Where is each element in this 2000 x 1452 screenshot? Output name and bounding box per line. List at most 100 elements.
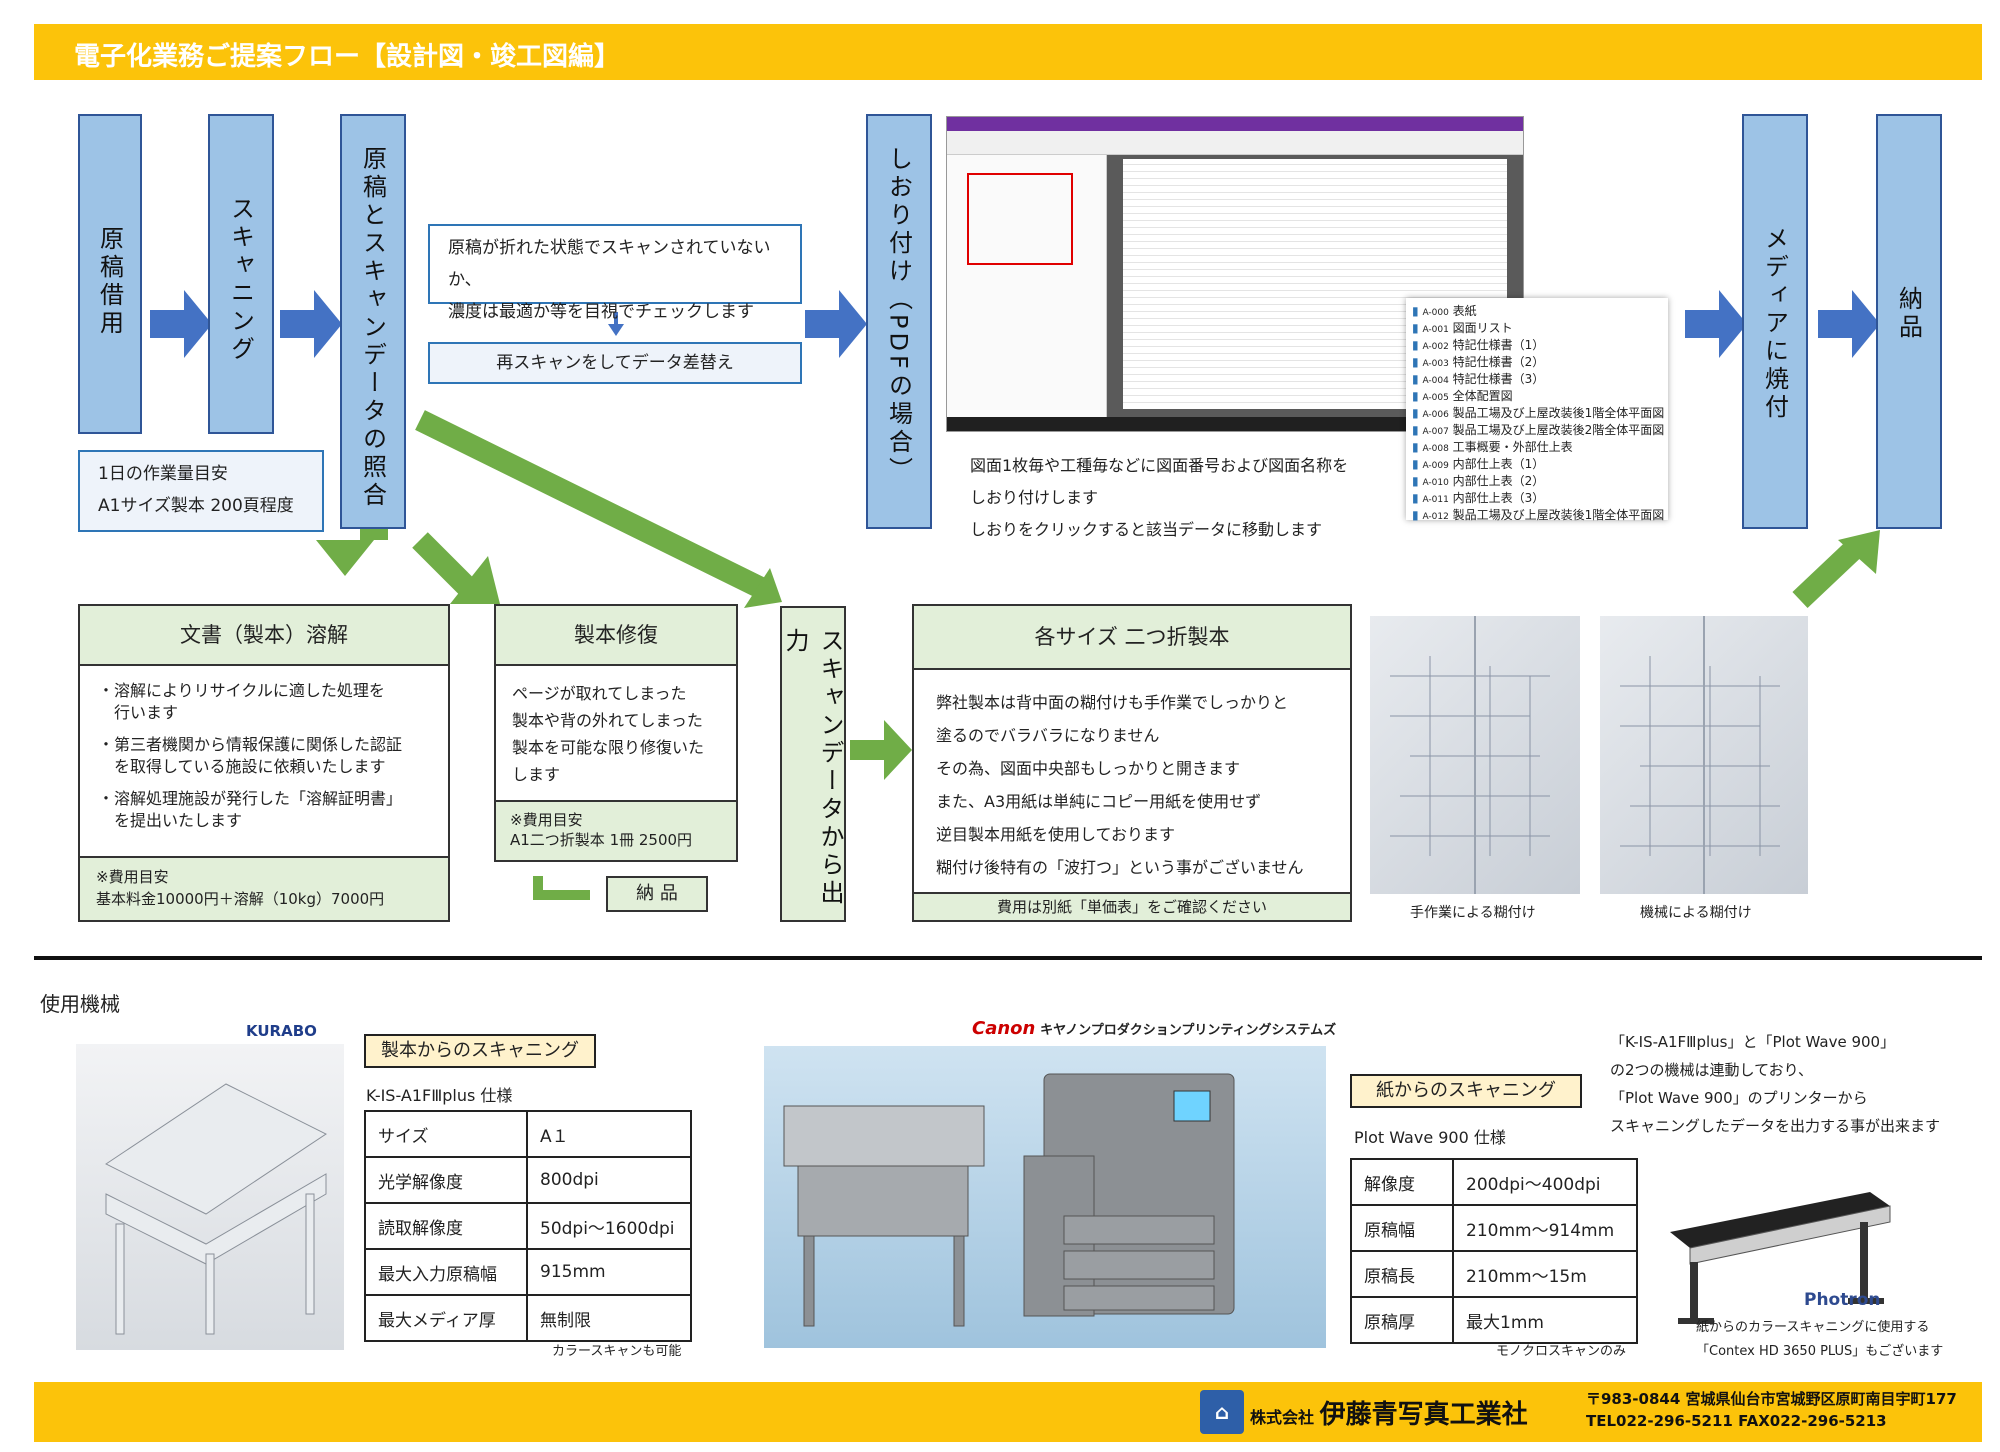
diagonal-arrow-line <box>412 532 478 598</box>
arrow-icon <box>850 720 912 780</box>
blueprint-sketch <box>1620 616 1780 894</box>
arrow-icon <box>608 312 624 336</box>
kurabo-note: カラースキャンも可能 <box>552 1344 682 1359</box>
step-bookmark: しおり付け（PDFの場合） <box>866 114 932 529</box>
company-contact: TEL022-296-5211 FAX022-296-5213 <box>1586 1412 1887 1430</box>
diagonal-arrow-line <box>1792 540 1863 608</box>
header-banner: 電子化業務ご提案フロー【設計図・竣工図編】 <box>34 24 1982 80</box>
repair-delivery: 納 品 <box>606 876 708 912</box>
arrow-icon <box>280 290 342 358</box>
daily-volume-note: 1日の作業量目安 A1サイズ製本 200頁程度 <box>78 450 324 532</box>
step-scanning: スキャニング <box>208 114 274 434</box>
dissolve-title: 文書（製本）溶解 <box>80 606 448 666</box>
plotwave-note: モノクロスキャンのみ <box>1496 1344 1627 1359</box>
dissolve-body: ・溶解によりリサイクルに適した処理を 行います ・第三者機関から情報保護に関係し… <box>98 681 403 830</box>
machines-heading: 使用機械 <box>40 992 120 1016</box>
delivery-arrow-line <box>533 876 590 900</box>
arrow-icon <box>150 290 212 358</box>
bookmark-item[interactable]: ▮ A-004 特記仕様書（3） <box>1412 372 1545 386</box>
binding-title: 各サイズ 二つ折製本 <box>914 606 1350 670</box>
bookmark-item[interactable]: ▮ A-003 特記仕様書（2） <box>1412 355 1545 369</box>
table-row: 原稿厚最大1mm <box>1350 1296 1638 1344</box>
plotwave-label: 紙からのスキャニング <box>1350 1074 1582 1108</box>
plotter-drawing <box>783 1073 1235 1327</box>
machine-binding-photo <box>1600 616 1808 894</box>
company-name: 株式会社 伊藤青写真工業社 <box>1250 1400 1528 1430</box>
hand-binding-photo <box>1370 616 1580 894</box>
canon-logo: Canon <box>972 1018 1036 1039</box>
repair-title: 製本修復 <box>496 606 736 666</box>
bookmark-highlight <box>967 173 1073 265</box>
repair-box: 製本修復 ページが取れてしまった製本や背の外れてしまった 製本を可能な限り修復い… <box>494 604 738 862</box>
repair-body: ページが取れてしまった製本や背の外れてしまった 製本を可能な限り修復いたします <box>512 684 705 784</box>
binding-body: 弊社製本は背中面の糊付けも手作業でしっかりと塗るのでバラバラになりません その為… <box>936 693 1304 877</box>
dissolve-box: 文書（製本）溶解 ・溶解によりリサイクルに適した処理を 行います ・第三者機関か… <box>78 604 450 922</box>
step-media: メディアに焼付 <box>1742 114 1808 529</box>
binding-box: 各サイズ 二つ折製本 弊社製本は背中面の糊付けも手作業でしっかりと塗るのでバラバ… <box>912 604 1352 922</box>
contex-scanner-drawing <box>1660 1192 1910 1332</box>
section-divider <box>34 956 1982 960</box>
window-toolbar <box>947 131 1523 155</box>
canon-brand: Canon キヤノンプロダクションプリンティングシステムズ <box>972 1018 1336 1039</box>
rescan-note: 再スキャンをしてデータ差替え <box>428 342 802 384</box>
window-titlebar <box>947 117 1523 131</box>
kurabo-scanner-photo <box>76 1044 344 1350</box>
check-note: 原稿が折れた状態でスキャンされていないか、 濃度は最適か等を目視でチェックします <box>428 224 802 322</box>
plotwave-model: Plot Wave 900 仕様 <box>1354 1128 1506 1147</box>
table-row: 最大メディア厚無制限 <box>364 1294 692 1342</box>
step-borrow: 原稿借用 <box>78 114 142 434</box>
kurabo-logo: KURABO <box>246 1022 317 1040</box>
machine-binding-caption: 機械による糊付け <box>1640 905 1752 921</box>
footer-banner: ⌂ 株式会社 伊藤青写真工業社 〒983-0844 宮城県仙台市宮城野区原町南目… <box>34 1382 1982 1442</box>
step-delivery: 納品 <box>1876 114 1942 529</box>
blueprint-sketch <box>1390 616 1550 894</box>
arrow-head <box>744 568 782 608</box>
wide-scanner-icon <box>1670 1192 1891 1324</box>
bookmark-item[interactable]: ▮ A-006 製品工場及び上屋改装後1階全体平面図 <box>1412 406 1665 420</box>
step-verify: 原稿とスキャンデータの照合 <box>340 114 406 529</box>
step-output: スキャンデータから出力 <box>780 606 846 922</box>
taskbar <box>947 417 1523 431</box>
photron-logo: Photron <box>1804 1290 1881 1310</box>
green-lines <box>412 410 1863 900</box>
bookmark-item[interactable]: ▮ A-002 特記仕様書（1） <box>1412 338 1545 352</box>
bookmark-item[interactable]: ▮ A-009 内部仕上表（1） <box>1412 457 1545 471</box>
arrow-head <box>450 556 500 604</box>
dissolve-cost: ※費用目安基本料金10000円＋溶解（10kg）7000円 <box>80 856 448 920</box>
binding-cost-note: 費用は別紙「単価表」をご確認ください <box>914 892 1350 920</box>
page-title: 電子化業務ご提案フロー【設計図・竣工図編】 <box>74 42 621 72</box>
bookmark-item[interactable]: ▮ A-001 図面リスト <box>1412 321 1513 335</box>
arrow-icon <box>1685 290 1747 358</box>
bookmark-item[interactable]: ▮ A-007 製品工場及び上屋改装後2階全体平面図 <box>1412 423 1665 437</box>
kurabo-model: K-IS-A1FⅢplus 仕様 <box>366 1086 513 1105</box>
bookmark-item[interactable]: ▮ A-008 工事概要・外部仕上表 <box>1412 440 1573 454</box>
hand-binding-caption: 手作業による糊付け <box>1410 905 1536 921</box>
bookmark-item[interactable]: ▮ A-012 製品工場及び上屋改装後1階全体平面図 <box>1412 508 1665 522</box>
link-note: 「K-IS-A1FⅢplus」と「Plot Wave 900」の2つの機械は連動… <box>1610 1033 1941 1135</box>
pdf-screenshot <box>946 116 1524 432</box>
bookmark-note: 図面1枚毎や工種毎などに図面番号および図面名称を しおり付けします しおりをクリ… <box>970 456 1349 539</box>
canon-company: キヤノンプロダクションプリンティングシステムズ <box>1040 1023 1337 1038</box>
bookmark-item[interactable]: ▮ A-000 表紙 <box>1412 304 1477 318</box>
bookmark-item[interactable]: ▮ A-005 全体配置図 <box>1412 389 1513 403</box>
photron-note: 紙からのカラースキャニングに使用する「Contex HD 3650 PLUS」も… <box>1696 1320 1944 1359</box>
scanner-drawing <box>105 1083 327 1335</box>
arrow-head <box>1838 530 1880 574</box>
bookmark-list: ▮ A-000 表紙 ▮ A-001 図面リスト ▮ A-002 特記仕様書（1… <box>1406 298 1668 522</box>
blue-arrows <box>150 290 1880 358</box>
arrow-icon <box>1818 290 1880 358</box>
diagonal-arrow-line <box>415 410 770 600</box>
bookmark-panel <box>947 155 1107 417</box>
bookmark-item[interactable]: ▮ A-010 内部仕上表（2） <box>1412 474 1545 488</box>
bookmark-item[interactable]: ▮ A-011 内部仕上表（3） <box>1412 491 1545 505</box>
